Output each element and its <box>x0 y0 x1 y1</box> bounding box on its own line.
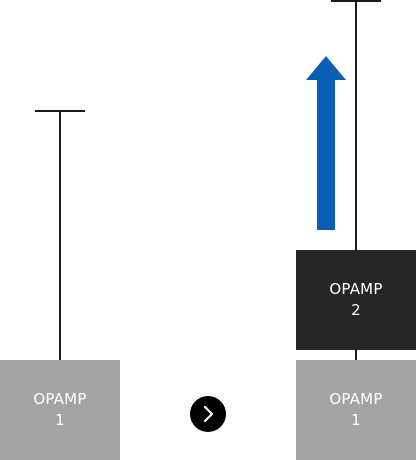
left-opamp-1-label: OPAMP <box>33 390 87 408</box>
left-opamp-1-number: 1 <box>55 411 65 429</box>
left-vertical-line <box>59 110 61 360</box>
right-opamp-2-box: OPAMP 2 <box>296 250 416 350</box>
right-opamp-2-number: 2 <box>351 301 361 319</box>
right-opamp-1-box: OPAMP 1 <box>296 360 416 460</box>
up-arrow-icon <box>306 56 346 230</box>
right-opamp-1-number: 1 <box>351 411 361 429</box>
right-opamp-2-label: OPAMP <box>329 280 383 298</box>
chevron-right-icon <box>190 396 226 432</box>
right-vertical-line <box>355 0 357 360</box>
left-opamp-1-box: OPAMP 1 <box>0 360 120 460</box>
right-opamp-1-label: OPAMP <box>329 390 383 408</box>
